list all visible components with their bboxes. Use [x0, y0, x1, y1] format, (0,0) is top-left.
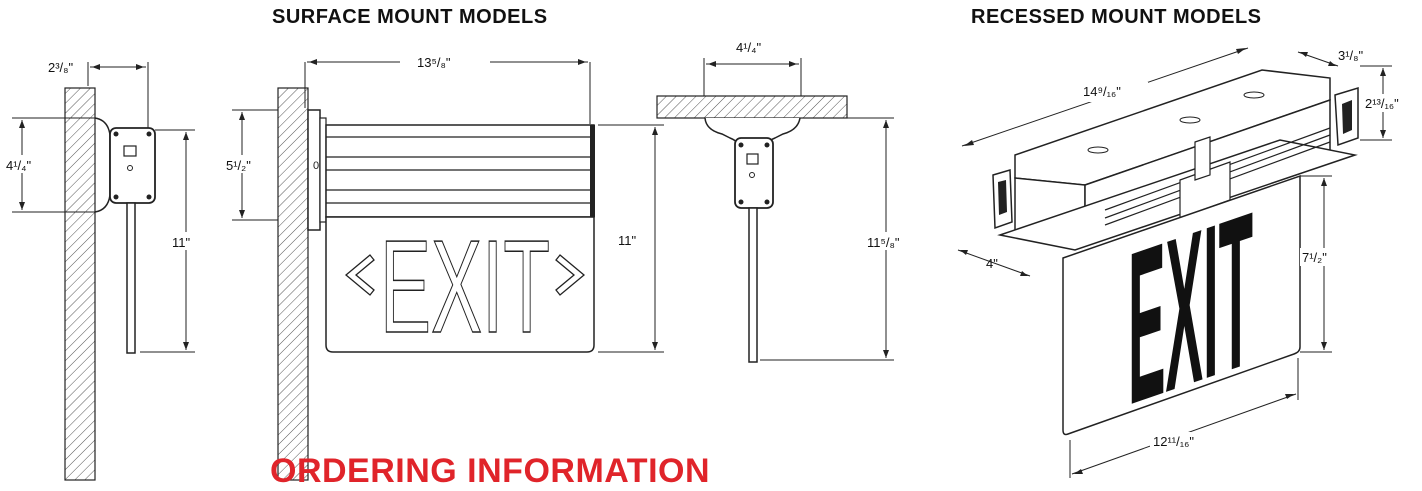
dim-recessed-panel-height: 7¹/₂" — [1302, 250, 1327, 265]
dim-front-total-height: 11" — [618, 233, 636, 248]
pendant-view: 4¹/₄" 11⁵/₈" — [656, 40, 908, 363]
pendant-sign-edge — [748, 207, 758, 363]
ceiling — [656, 95, 848, 119]
front-exit-letters: EXIT — [380, 213, 550, 360]
side-view: 2³/₈" 4¹/₄" 11" — [3, 60, 200, 481]
dim-recessed-width: 3¹/₈" — [1338, 48, 1364, 63]
dim-recessed-panel-width: 12¹¹/₁₆" — [1153, 434, 1194, 449]
dim-side-box-height: 4¹/₄" — [6, 158, 31, 173]
left-chevron-icon — [344, 254, 375, 296]
front-canopy — [325, 124, 595, 218]
front-wall — [277, 87, 309, 481]
dim-pendant-canopy-width: 4¹/₄" — [736, 40, 761, 55]
dim-recessed-length: 14⁹/₁₆" — [1083, 84, 1121, 99]
dim-recessed-depth: 4" — [986, 256, 998, 271]
front-view: 0 EXIT 13⁵/₈" 5¹/₂" 11" — [224, 52, 664, 481]
svg-text:0: 0 — [313, 160, 319, 172]
side-box — [109, 127, 156, 204]
recessed-mount-heading: RECESSED MOUNT MODELS — [971, 6, 1262, 28]
dim-recessed-height: 2¹³/₁₆" — [1365, 96, 1399, 111]
recessed-view: EXIT 14⁹/₁₆" 3¹/₈" 2¹³/₁₆" 4" 7¹/₂" 12¹¹… — [957, 47, 1418, 478]
side-sign-edge — [126, 202, 136, 354]
ordering-information-heading: ORDERING INFORMATION — [270, 452, 711, 490]
recessed-flange — [997, 139, 1358, 251]
recessed-exit-letters: EXIT — [1128, 167, 1253, 452]
recessed-sign-panel — [1062, 174, 1301, 436]
right-chevron-icon — [555, 254, 586, 296]
side-wall — [64, 87, 96, 481]
surface-mount-heading: SURFACE MOUNT MODELS — [272, 6, 548, 28]
dim-front-canopy-height: 5¹/₂" — [226, 158, 251, 173]
front-sign-panel — [325, 216, 595, 353]
dim-front-width: 13⁵/₈" — [417, 55, 451, 70]
dim-pendant-total-height: 11⁵/₈" — [867, 235, 900, 250]
side-bracket — [94, 117, 111, 213]
dim-side-depth: 2³/₈" — [48, 60, 74, 75]
dim-side-total-height: 11" — [172, 235, 190, 250]
